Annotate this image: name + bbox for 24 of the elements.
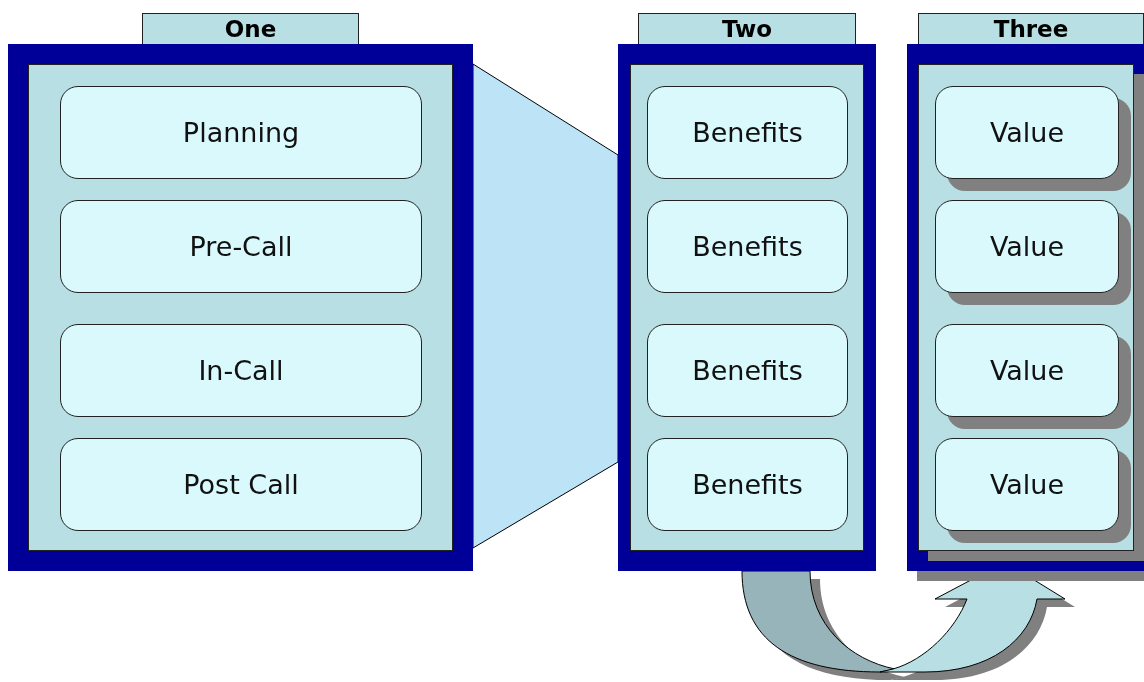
- step-label: Benefits: [692, 117, 803, 148]
- step-box: [60, 324, 422, 417]
- zoom-wedge: [472, 63, 619, 549]
- step-box: [647, 324, 848, 417]
- step-box: [60, 438, 422, 531]
- step-label: Benefits: [692, 355, 803, 386]
- step-label: Benefits: [692, 231, 803, 262]
- step-box: [60, 200, 422, 293]
- step-label: Value: [989, 117, 1065, 148]
- step-label: Value: [989, 469, 1065, 500]
- step-label: Post Call: [183, 469, 299, 500]
- column-heading: Two: [638, 13, 856, 44]
- column-heading: Three: [918, 13, 1144, 44]
- step-box: [647, 200, 848, 293]
- step-box: [647, 86, 848, 179]
- step-label: In-Call: [198, 355, 284, 386]
- step-label: Value: [989, 355, 1065, 386]
- step-box: [60, 86, 422, 179]
- step-label: Pre-Call: [189, 231, 293, 262]
- step-box: [647, 438, 848, 531]
- step-label: Benefits: [692, 469, 803, 500]
- step-label: Planning: [182, 117, 300, 148]
- step-label: Value: [989, 231, 1065, 262]
- column-heading: One: [142, 13, 359, 44]
